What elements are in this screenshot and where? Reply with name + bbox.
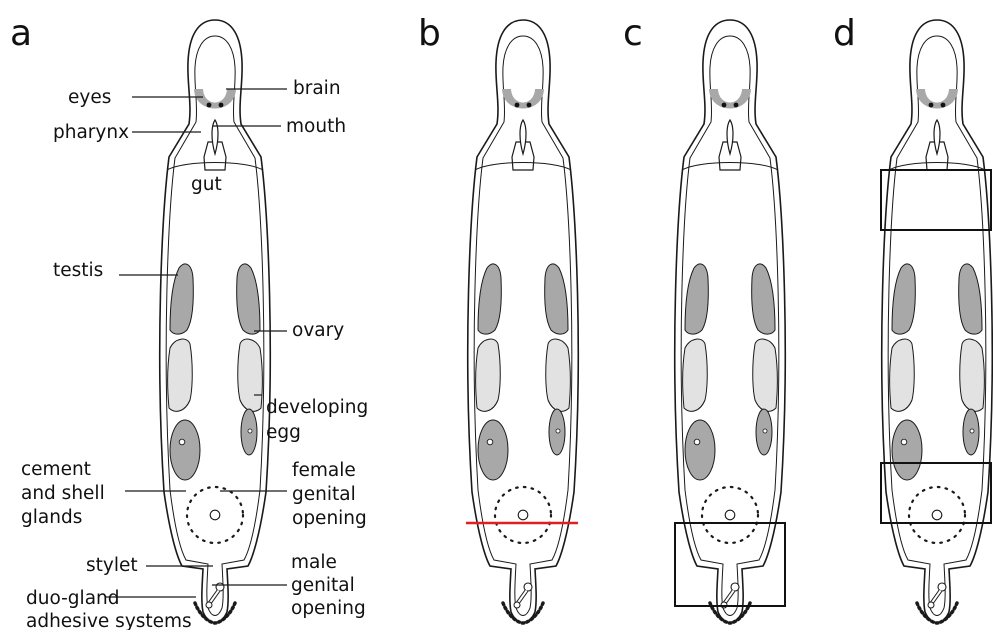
label-eyes: eyes <box>68 87 111 108</box>
svg-text:male: male <box>291 552 337 573</box>
svg-text:opening: opening <box>292 508 367 529</box>
label-cement-and-shell-glands: cement and shell glands <box>21 459 105 528</box>
worm-d <box>882 20 993 623</box>
label-pharynx: pharynx <box>53 122 129 143</box>
svg-text:female: female <box>292 460 356 481</box>
label-mouth: mouth <box>286 116 346 137</box>
label-ovary: ovary <box>292 320 344 341</box>
panel-letter-a: a <box>10 13 32 54</box>
label-stylet: stylet <box>86 555 138 576</box>
svg-text:genital: genital <box>292 484 356 505</box>
panel-letter-b: b <box>418 13 441 54</box>
svg-text:adhesive systems: adhesive systems <box>26 611 192 630</box>
label-gut: gut <box>191 174 222 195</box>
svg-text:developing: developing <box>266 397 368 418</box>
label-testis: testis <box>53 260 103 281</box>
panel-letter-d: d <box>833 13 856 54</box>
label-female-genital-opening: female genital opening <box>292 460 367 529</box>
svg-text:genital: genital <box>291 575 355 596</box>
svg-text:and shell: and shell <box>21 483 105 504</box>
panel-letter-c: c <box>623 13 643 54</box>
worm-b <box>468 20 579 623</box>
svg-text:opening: opening <box>291 598 366 619</box>
svg-text:egg: egg <box>266 422 301 443</box>
svg-text:glands: glands <box>21 507 82 528</box>
svg-text:duo-gland: duo-gland <box>26 588 120 609</box>
svg-text:cement: cement <box>21 459 91 480</box>
worm-a <box>160 20 271 623</box>
label-duo-gland-adhesive-systems: duo-gland adhesive systems <box>26 588 192 630</box>
label-male-genital-opening: male genital opening <box>291 552 366 619</box>
label-brain: brain <box>293 78 341 99</box>
label-developing-egg: developing egg <box>266 397 368 443</box>
worm-c <box>675 20 786 623</box>
